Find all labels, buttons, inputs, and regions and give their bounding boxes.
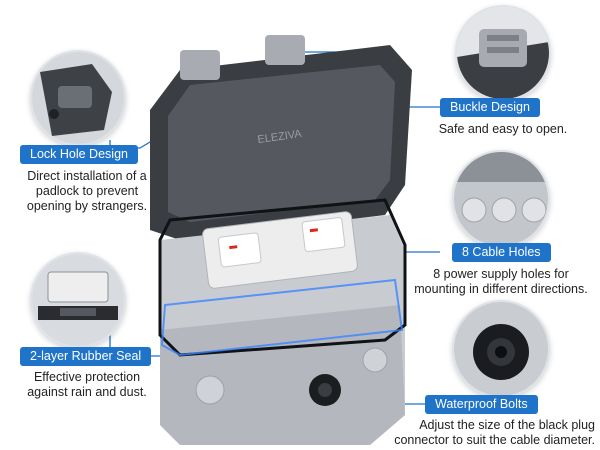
buckle-title: Buckle Design <box>440 98 540 117</box>
rubber-seal-icon <box>32 254 124 346</box>
rubber-seal-description-line: Effective protection <box>33 370 141 384</box>
bolt-icon <box>454 302 548 396</box>
buckle-description-line: Safe and easy to open. <box>438 122 568 136</box>
rubber-seal-title: 2-layer Rubber Seal <box>20 347 152 366</box>
cable-holes-description: 8 power supply holes for mounting in dif… <box>410 267 592 297</box>
cable-holes-title: 8 Cable Holes <box>452 243 551 262</box>
lock-hole-detail-image <box>30 50 126 146</box>
lid-buckle-left <box>180 50 220 80</box>
lock-hole-title: Lock Hole Design <box>20 145 138 164</box>
waterproof-bolts-description-line: Adjust the size of the black plug <box>419 418 595 432</box>
cable-holes-description-line: 8 power supply holes for <box>433 267 569 281</box>
waterproof-bolt-detail-image <box>452 300 550 398</box>
rubber-seal-description-line: against rain and dust. <box>27 385 147 399</box>
lock-hole-description-line: Direct installation of a <box>27 169 147 183</box>
waterproof-bolts-description-line: connector to suit the cable diameter. <box>394 433 595 447</box>
buckle-description: Safe and easy to open. <box>428 122 578 137</box>
waterproof-bolts-title: Waterproof Bolts <box>425 395 538 414</box>
lid-buckle-right <box>265 35 305 65</box>
lock-hole-description-line: opening by strangers. <box>26 199 148 213</box>
buckle-detail-image <box>455 5 551 101</box>
rubber-seal-detail-image <box>30 252 126 348</box>
lock-hole-description-line: padlock to prevent <box>35 184 139 198</box>
waterproof-bolts-description: Adjust the size of the black plug connec… <box>373 418 595 448</box>
lock-hole-icon <box>32 52 124 144</box>
buckle-icon <box>457 7 549 99</box>
cable-holes-icon <box>454 152 548 246</box>
cable-holes-description-line: mounting in different directions. <box>414 282 588 296</box>
junction-box-illustration: ELEZIVA <box>150 35 412 445</box>
cable-holes-detail-image <box>452 150 550 248</box>
rubber-seal-description: Effective protection against rain and du… <box>12 370 162 400</box>
lock-hole-description: Direct installation of a padlock to prev… <box>12 169 162 214</box>
